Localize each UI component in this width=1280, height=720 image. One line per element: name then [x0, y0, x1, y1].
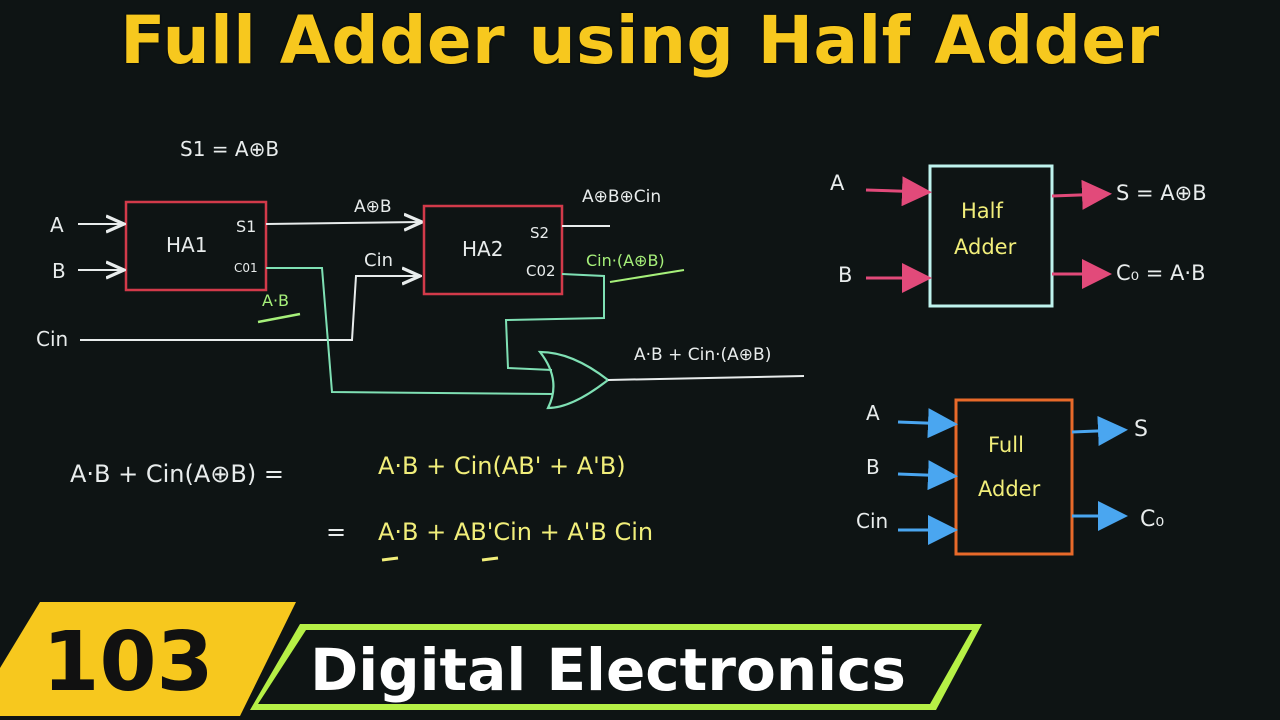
blackboard-diagram: S1 = A⊕B HA1 S1 C01 A B Cin Cin A⊕B HA2 … [36, 137, 1207, 562]
full-adder-carry-output: C₀ [1140, 507, 1164, 532]
ha2-box [422, 204, 564, 296]
half-adder-block: Half Adder A B S = A⊕B C₀ = A·B [830, 164, 1207, 308]
ha2-carry-note: Cin·(A⊕B) [586, 251, 665, 270]
sum-output-label: A⊕B⊕Cin [582, 187, 661, 207]
equation-derivation: A·B + Cin(A⊕B) = A·B + Cin(AB' + A'B) = … [70, 452, 653, 562]
half-adder-input-b: B [838, 263, 852, 287]
episode-number-badge [0, 602, 296, 716]
equation-rhs-1: A·B + Cin(AB' + A'B) [378, 452, 626, 480]
full-adder-input-cin: Cin [856, 509, 888, 533]
subject-title: Digital Electronics [310, 636, 906, 704]
equation-rhs-2: A·B + AB'Cin + A'B Cin [378, 518, 653, 546]
equation-equals-2: = [326, 518, 346, 546]
half-adder-sum-output: S = A⊕B [1116, 181, 1207, 205]
cin-wire [80, 276, 418, 341]
circuit-diagram: S1 = A⊕B HA1 S1 C01 A B Cin Cin A⊕B HA2 … [36, 137, 805, 410]
half-adder-box [928, 164, 1054, 308]
c02-to-or-wire [504, 273, 605, 371]
series-banner: 103 Digital Electronics [0, 602, 982, 716]
full-adder-input-a: A [866, 401, 880, 425]
equation-underline-1 [381, 556, 399, 562]
ha2-carry-note-underline [609, 269, 685, 283]
ha1-carry-note-underline [257, 312, 301, 324]
input-b-label: B [52, 259, 66, 283]
or-output-wire [607, 375, 805, 381]
ha2-sum-port: S2 [530, 224, 549, 242]
s1-equation: S1 = A⊕B [180, 137, 279, 161]
half-adder-label-2: Adder [954, 235, 1017, 259]
full-adder-sum-output: S [1134, 417, 1148, 442]
half-adder-input-a: A [830, 171, 845, 195]
ha2-label: HA2 [462, 237, 503, 261]
ha2-carry-port: C02 [526, 262, 556, 280]
half-adder-sum-arrow [1051, 179, 1112, 210]
ha1-carry-port: C01 [234, 261, 258, 275]
input-a-label: A [50, 213, 64, 237]
ha1-carry-note: A·B [262, 291, 289, 310]
half-adder-carry-output: C₀ = A·B [1116, 261, 1205, 285]
or-gate [537, 350, 610, 410]
full-adder-input-b: B [866, 455, 880, 479]
episode-number: 103 [42, 615, 213, 710]
cin-wire-label: Cin [364, 250, 393, 271]
full-adder-label-1: Full [988, 433, 1024, 457]
video-title: Full Adder using Half Adder [120, 2, 1160, 79]
s1-to-ha2-arrow [265, 222, 420, 224]
full-adder-input-b-arrow [897, 460, 958, 491]
c01-to-or-wire [266, 267, 553, 395]
equation-lhs: A·B + Cin(A⊕B) = [70, 460, 284, 488]
full-adder-block: Full Adder A B Cin S C₀ [856, 398, 1164, 556]
half-adder-input-a-arrow [865, 176, 932, 207]
full-adder-label-2: Adder [978, 477, 1041, 501]
full-adder-sum-arrow [1071, 415, 1128, 446]
mid-sum-label: A⊕B [354, 197, 392, 217]
equation-underline-2 [481, 556, 499, 562]
full-adder-input-a-arrow [897, 408, 958, 439]
ha1-box [124, 200, 268, 292]
ha1-label: HA1 [166, 233, 207, 257]
ha1-sum-port: S1 [236, 217, 256, 236]
subject-banner-inner [258, 630, 972, 704]
half-adder-label-1: Half [961, 199, 1003, 223]
input-cin-label: Cin [36, 327, 68, 351]
or-output-label: A·B + Cin·(A⊕B) [634, 345, 771, 365]
